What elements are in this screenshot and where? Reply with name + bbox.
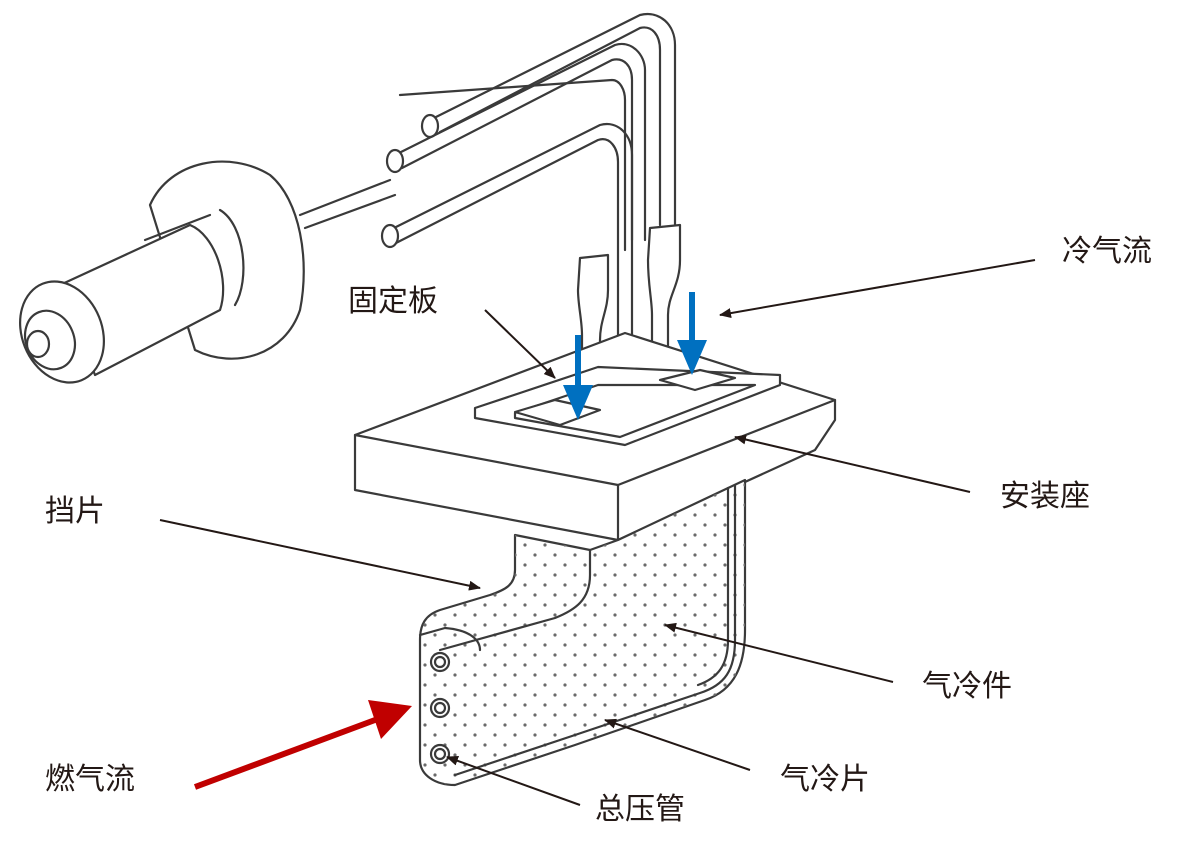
gas-flow-arrow (193, 700, 412, 790)
label-baffle: 挡片 (45, 494, 105, 529)
label-cold-flow: 冷气流 (1062, 234, 1152, 269)
label-fixing-plate: 固定板 (348, 284, 438, 319)
cooled-part (418, 478, 747, 787)
leader-lines (159, 259, 1036, 806)
label-gas-flow: 燃气流 (45, 762, 135, 797)
label-total-pressure-tube: 总压管 (595, 792, 685, 827)
label-mount-seat: 安装座 (1000, 479, 1090, 514)
mount-seat (353, 331, 837, 542)
label-cooled-part: 气冷件 (922, 669, 1012, 704)
probe-handle (19, 160, 397, 384)
cold-flow-arrows (563, 292, 707, 420)
label-cooling-piece: 气冷片 (780, 762, 870, 797)
